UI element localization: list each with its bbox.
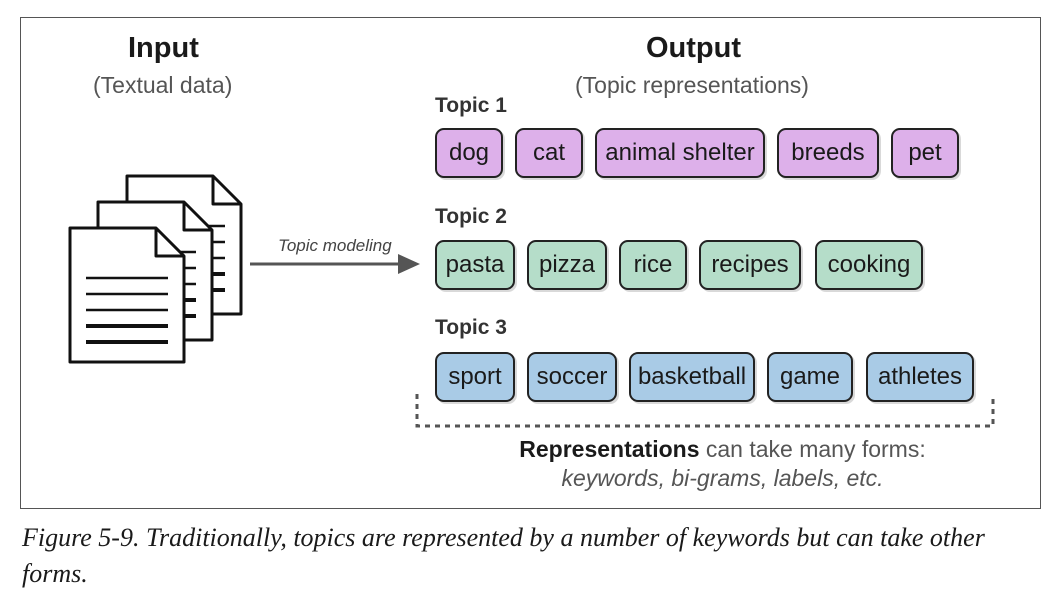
figure-frame bbox=[20, 17, 1041, 509]
topic-label: Topic 1 bbox=[435, 94, 507, 117]
keyword-chip: pasta bbox=[435, 240, 515, 290]
keyword-chip: athletes bbox=[866, 352, 974, 402]
figure-caption: Figure 5-9. Traditionally, topics are re… bbox=[22, 523, 985, 588]
arrow-label: Topic modeling bbox=[278, 236, 392, 255]
output-title: Output bbox=[646, 32, 742, 64]
representations-rest: can take many forms: bbox=[699, 436, 926, 462]
keyword-chip: cat bbox=[515, 128, 583, 178]
keyword-chip: recipes bbox=[699, 240, 801, 290]
keyword-chip: game bbox=[767, 352, 853, 402]
keyword-chip: cooking bbox=[815, 240, 923, 290]
representations-bold: Representations bbox=[519, 436, 700, 462]
keyword-chip: rice bbox=[619, 240, 687, 290]
representations-bracket bbox=[415, 394, 995, 428]
keyword-chip: basketball bbox=[629, 352, 755, 402]
output-subtitle: (Topic representations) bbox=[575, 72, 809, 98]
representations-examples: keywords, bi-grams, labels, etc. bbox=[561, 465, 884, 491]
keyword-chip: sport bbox=[435, 352, 515, 402]
input-title: Input bbox=[128, 32, 199, 64]
keyword-chip: breeds bbox=[777, 128, 879, 178]
keyword-chip: pet bbox=[891, 128, 959, 178]
arrow-icon bbox=[250, 254, 420, 274]
keyword-chip: soccer bbox=[527, 352, 617, 402]
topic-label: Topic 2 bbox=[435, 205, 507, 228]
representations-text: Representations can take many forms: bbox=[440, 436, 1005, 463]
keyword-chip: pizza bbox=[527, 240, 607, 290]
keyword-chip: dog bbox=[435, 128, 503, 178]
document-stack-icon bbox=[68, 174, 243, 364]
topic-label: Topic 3 bbox=[435, 316, 507, 339]
input-subtitle: (Textual data) bbox=[93, 72, 233, 98]
keyword-chip: animal shelter bbox=[595, 128, 765, 178]
